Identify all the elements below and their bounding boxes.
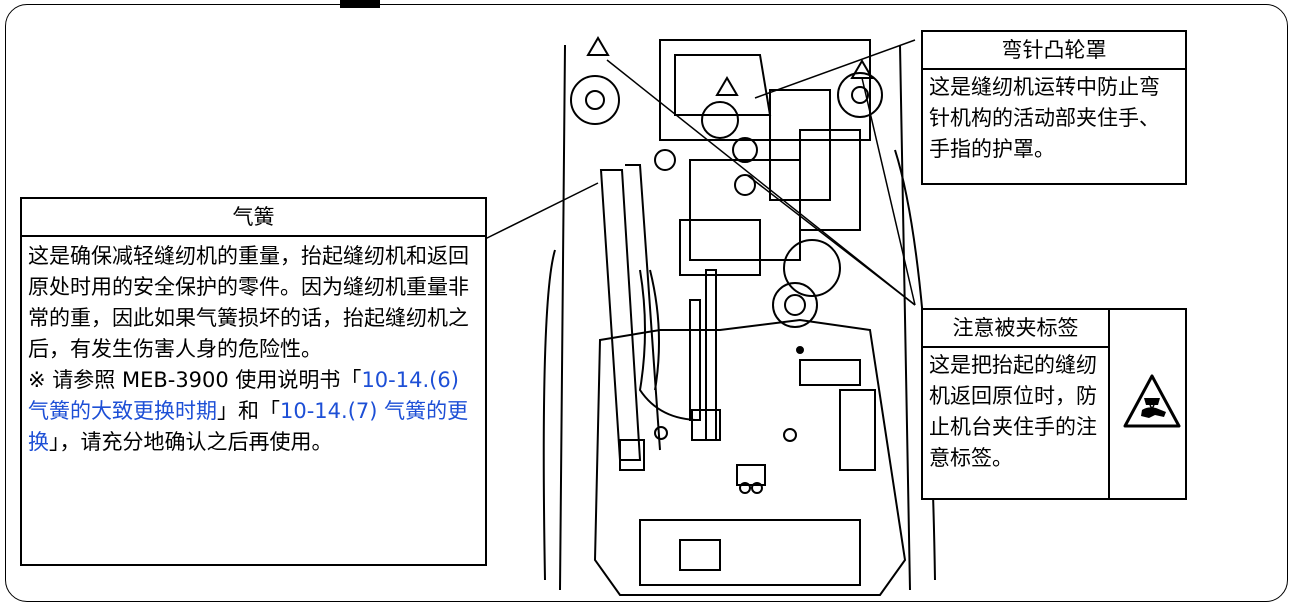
caution-label-callout: 注意被夹标签 这是把抬起的缝纫机返回原位时，防止机台夹住手的注意标签。 [921,308,1187,500]
caution-triangle-left [586,36,610,56]
caution-label-description: 这是把抬起的缝纫机返回原位时，防止机台夹住手的注意标签。 [929,353,1097,470]
caution-label-text-column: 注意被夹标签 这是把抬起的缝纫机返回原位时，防止机台夹住手的注意标签。 [923,310,1108,498]
caution-triangle-center [715,76,739,96]
machine-head-outline [659,39,871,141]
label-leader-2 [746,174,916,306]
gas-spring-leader [482,182,599,241]
label-leader-3 [861,77,916,306]
note-link-replacement[interactable]: 10-14.(7) 气簧的更换 [28,399,469,454]
label-leader-1 [606,59,916,306]
note-suffix: 」，请充分地确认之后再使用。 [49,430,333,454]
gas-spring-note: ※ 请参照 MEB-3900 使用说明书「10-14.(6) 气簧的大致更换时期… [28,365,479,458]
oil-pan-outline [593,318,907,596]
gas-spring-body-text: 这是确保减轻缝纫机的重量，抬起缝纫机和返回原处时用的安全保护的零件。因为缝纫机重… [28,244,469,361]
content-frame [5,4,1288,602]
note-prefix: ※ 请参照 MEB-3900 使用说明书「 [28,368,362,392]
cover-leader [754,39,916,99]
header-tab-marker [340,0,380,8]
gas-spring-body [599,169,642,461]
vertical-shaft [705,269,717,441]
note-link-replacement-period[interactable]: 10-14.(6) 气簧的大致更换时期 [28,368,459,423]
gas-spring-title: 气簧 [22,199,485,237]
looper-cam-cover-title: 弯针凸轮罩 [923,32,1185,70]
gas-spring-callout: 气簧 这是确保减轻缝纫机的重量，抬起缝纫机和返回原处时用的安全保护的零件。因为缝… [20,197,487,566]
left-knee-pulley [570,75,620,125]
motor-pulley [772,282,818,328]
looper-cam-cover-description: 这是缝纫机运转中防止弯针机构的活动部夹住手、手指的护罩。 [929,75,1160,161]
hand-pinch-warning-icon [1123,374,1181,428]
caution-label-icon-cell [1108,310,1185,498]
machine-table-outline [559,44,911,591]
note-mid: 」和「 [217,399,280,423]
looper-cam-cover-callout: 弯针凸轮罩 这是缝纫机运转中防止弯针机构的活动部夹住手、手指的护罩。 [921,30,1187,185]
caution-label-title: 注意被夹标签 [923,310,1108,348]
gas-spring-description: 这是确保减轻缝纫机的重量，抬起缝纫机和返回原处时用的安全保护的零件。因为缝纫机重… [22,237,485,462]
right-knee-pulley [837,72,883,118]
